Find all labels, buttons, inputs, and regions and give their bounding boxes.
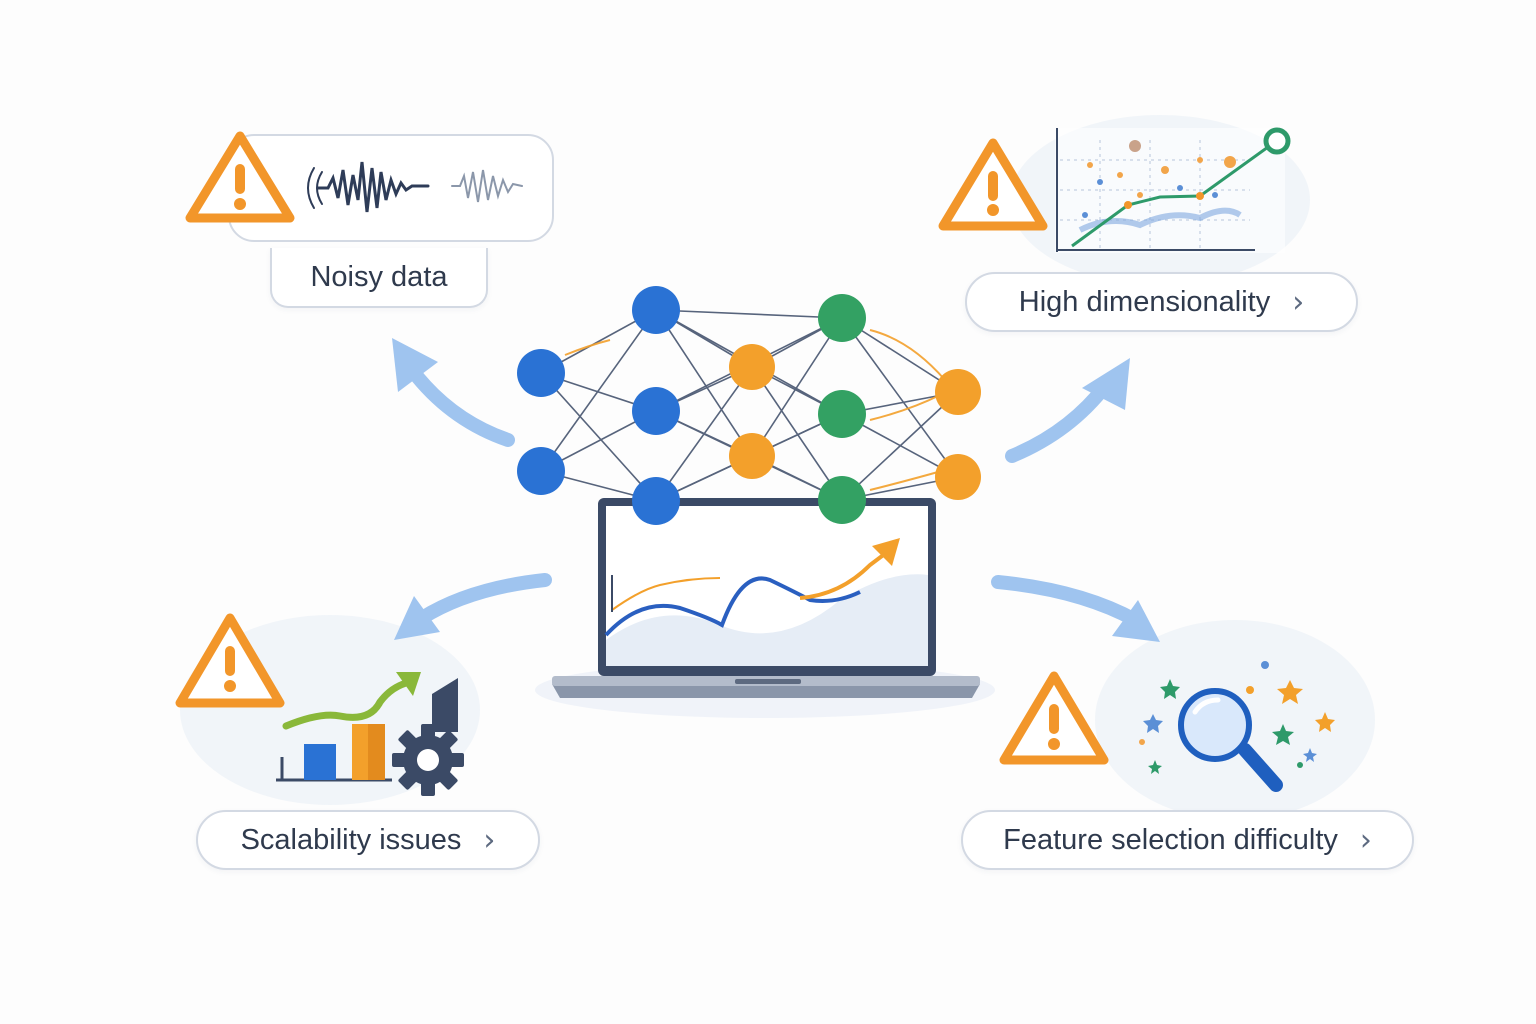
neural-network-icon [517,286,981,525]
high-dimensionality-button[interactable]: High dimensionality › [965,272,1358,332]
high-dimensionality-text: High dimensionality [1018,285,1271,318]
feature-selection-button[interactable]: Feature selection difficulty › [961,810,1414,870]
warning-icon [175,613,285,708]
scatter-plot-icon [1055,127,1291,253]
laptop-icon [552,498,980,698]
arrow-to-high-dimensionality [1005,358,1130,463]
scalability-issues-button[interactable]: Scalability issues › [196,810,540,870]
star-icon [1139,661,1335,774]
arrow-to-scalability [394,573,552,640]
warning-icon [185,131,295,223]
arrow-to-feature-selection [991,575,1160,642]
warning-icon [999,671,1109,765]
arrow-to-noisy-data [392,338,515,447]
noisy-data-text: Noisy data [310,260,448,293]
feature-selection-text: Feature selection difficulty [1003,823,1338,856]
bar-chart-icon [276,672,458,782]
chevron-right-icon: › [1292,284,1305,320]
chevron-right-icon: › [1359,822,1372,858]
gear-icon [392,724,464,796]
chevron-right-icon: › [483,822,496,858]
noisy-data-label: Noisy data [270,248,488,308]
waveform-icon [307,161,523,213]
magnifier-icon [1178,688,1283,792]
warning-icon [938,138,1048,231]
scalability-issues-text: Scalability issues [240,823,462,856]
